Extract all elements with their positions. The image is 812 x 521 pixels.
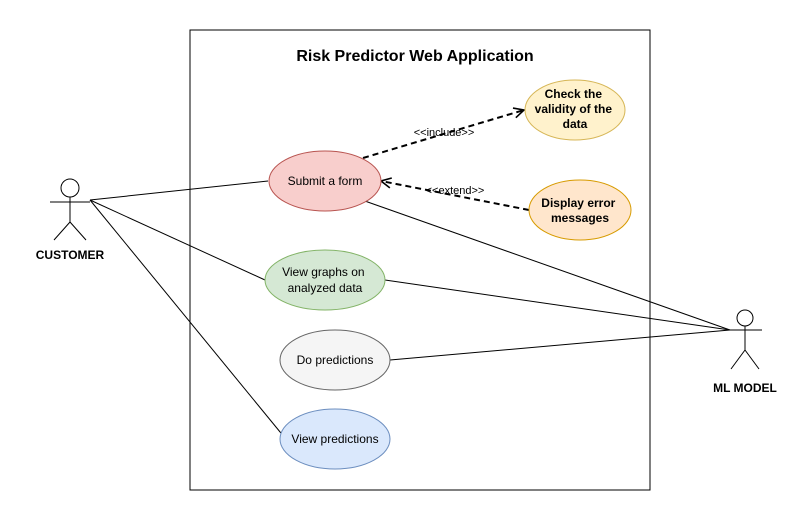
svg-text:View predictions: View predictions bbox=[291, 432, 378, 446]
use-case-do-predictions[interactable]: Do predictions bbox=[279, 329, 391, 391]
use-case-view-graphs[interactable]: View graphs on analyzed data bbox=[264, 249, 386, 311]
svg-text:Submit a form: Submit a form bbox=[288, 174, 363, 188]
system-title: Risk Predictor Web Application bbox=[296, 48, 533, 65]
extend-label: <<extend>> bbox=[426, 185, 485, 197]
use-case-display-error[interactable]: Display error messages bbox=[528, 179, 632, 241]
actor-ml-model-label: ML MODEL bbox=[713, 381, 777, 395]
use-case-check-validity[interactable]: Check the validity of the data bbox=[524, 79, 626, 141]
svg-text:View graphs on analyzed: View graphs on analyzed data bbox=[282, 265, 368, 295]
association-customer-graphs bbox=[89, 199, 266, 281]
extend-arrow bbox=[381, 181, 530, 211]
use-case-submit-form[interactable]: Submit a form bbox=[268, 150, 382, 212]
svg-text:Do predictions: Do predictions bbox=[297, 353, 374, 367]
actor-customer[interactable]: CUSTOMER bbox=[36, 178, 105, 262]
use-case-view-predictions[interactable]: View predictions bbox=[279, 408, 391, 470]
association-customer-submit bbox=[89, 180, 269, 201]
association-ml-submit bbox=[361, 199, 731, 331]
actor-customer-label: CUSTOMER bbox=[36, 248, 105, 262]
svg-text:Check the validity of th: Check the validity of the data bbox=[535, 87, 616, 131]
include-arrow bbox=[362, 110, 524, 159]
association-ml-graphs bbox=[384, 279, 731, 331]
svg-text:Display error messages: Display error messages bbox=[541, 196, 618, 225]
association-ml-predictions bbox=[389, 329, 731, 361]
actor-customer-head-icon bbox=[60, 178, 80, 198]
actor-ml-model[interactable]: ML MODEL bbox=[713, 309, 777, 395]
actor-ml-model-head-icon bbox=[736, 309, 754, 327]
association-customer-view-predictions bbox=[89, 199, 286, 439]
include-label: <<include>> bbox=[414, 127, 475, 139]
